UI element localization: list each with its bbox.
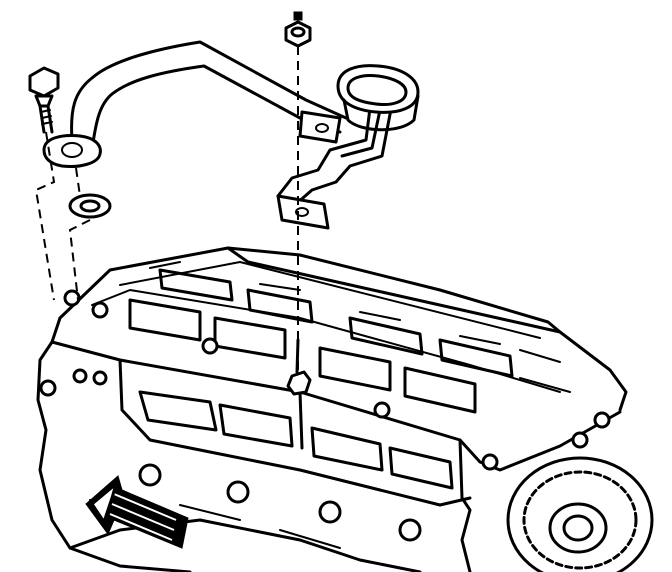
harmonic-balancer: [506, 456, 654, 572]
oil-fill-tube: [42, 40, 420, 230]
bracket-nut: [284, 11, 312, 48]
stud: [286, 338, 312, 396]
cylinder-head: [36, 246, 628, 572]
head-bolts: [39, 289, 611, 471]
tube-bolt: [28, 66, 60, 134]
front-direction-arrow: [85, 475, 189, 549]
tube-bracket: [298, 110, 342, 144]
tube-seal: [68, 193, 112, 219]
camshaft-lobes: [128, 261, 571, 414]
alignment-lines: [34, 46, 299, 370]
